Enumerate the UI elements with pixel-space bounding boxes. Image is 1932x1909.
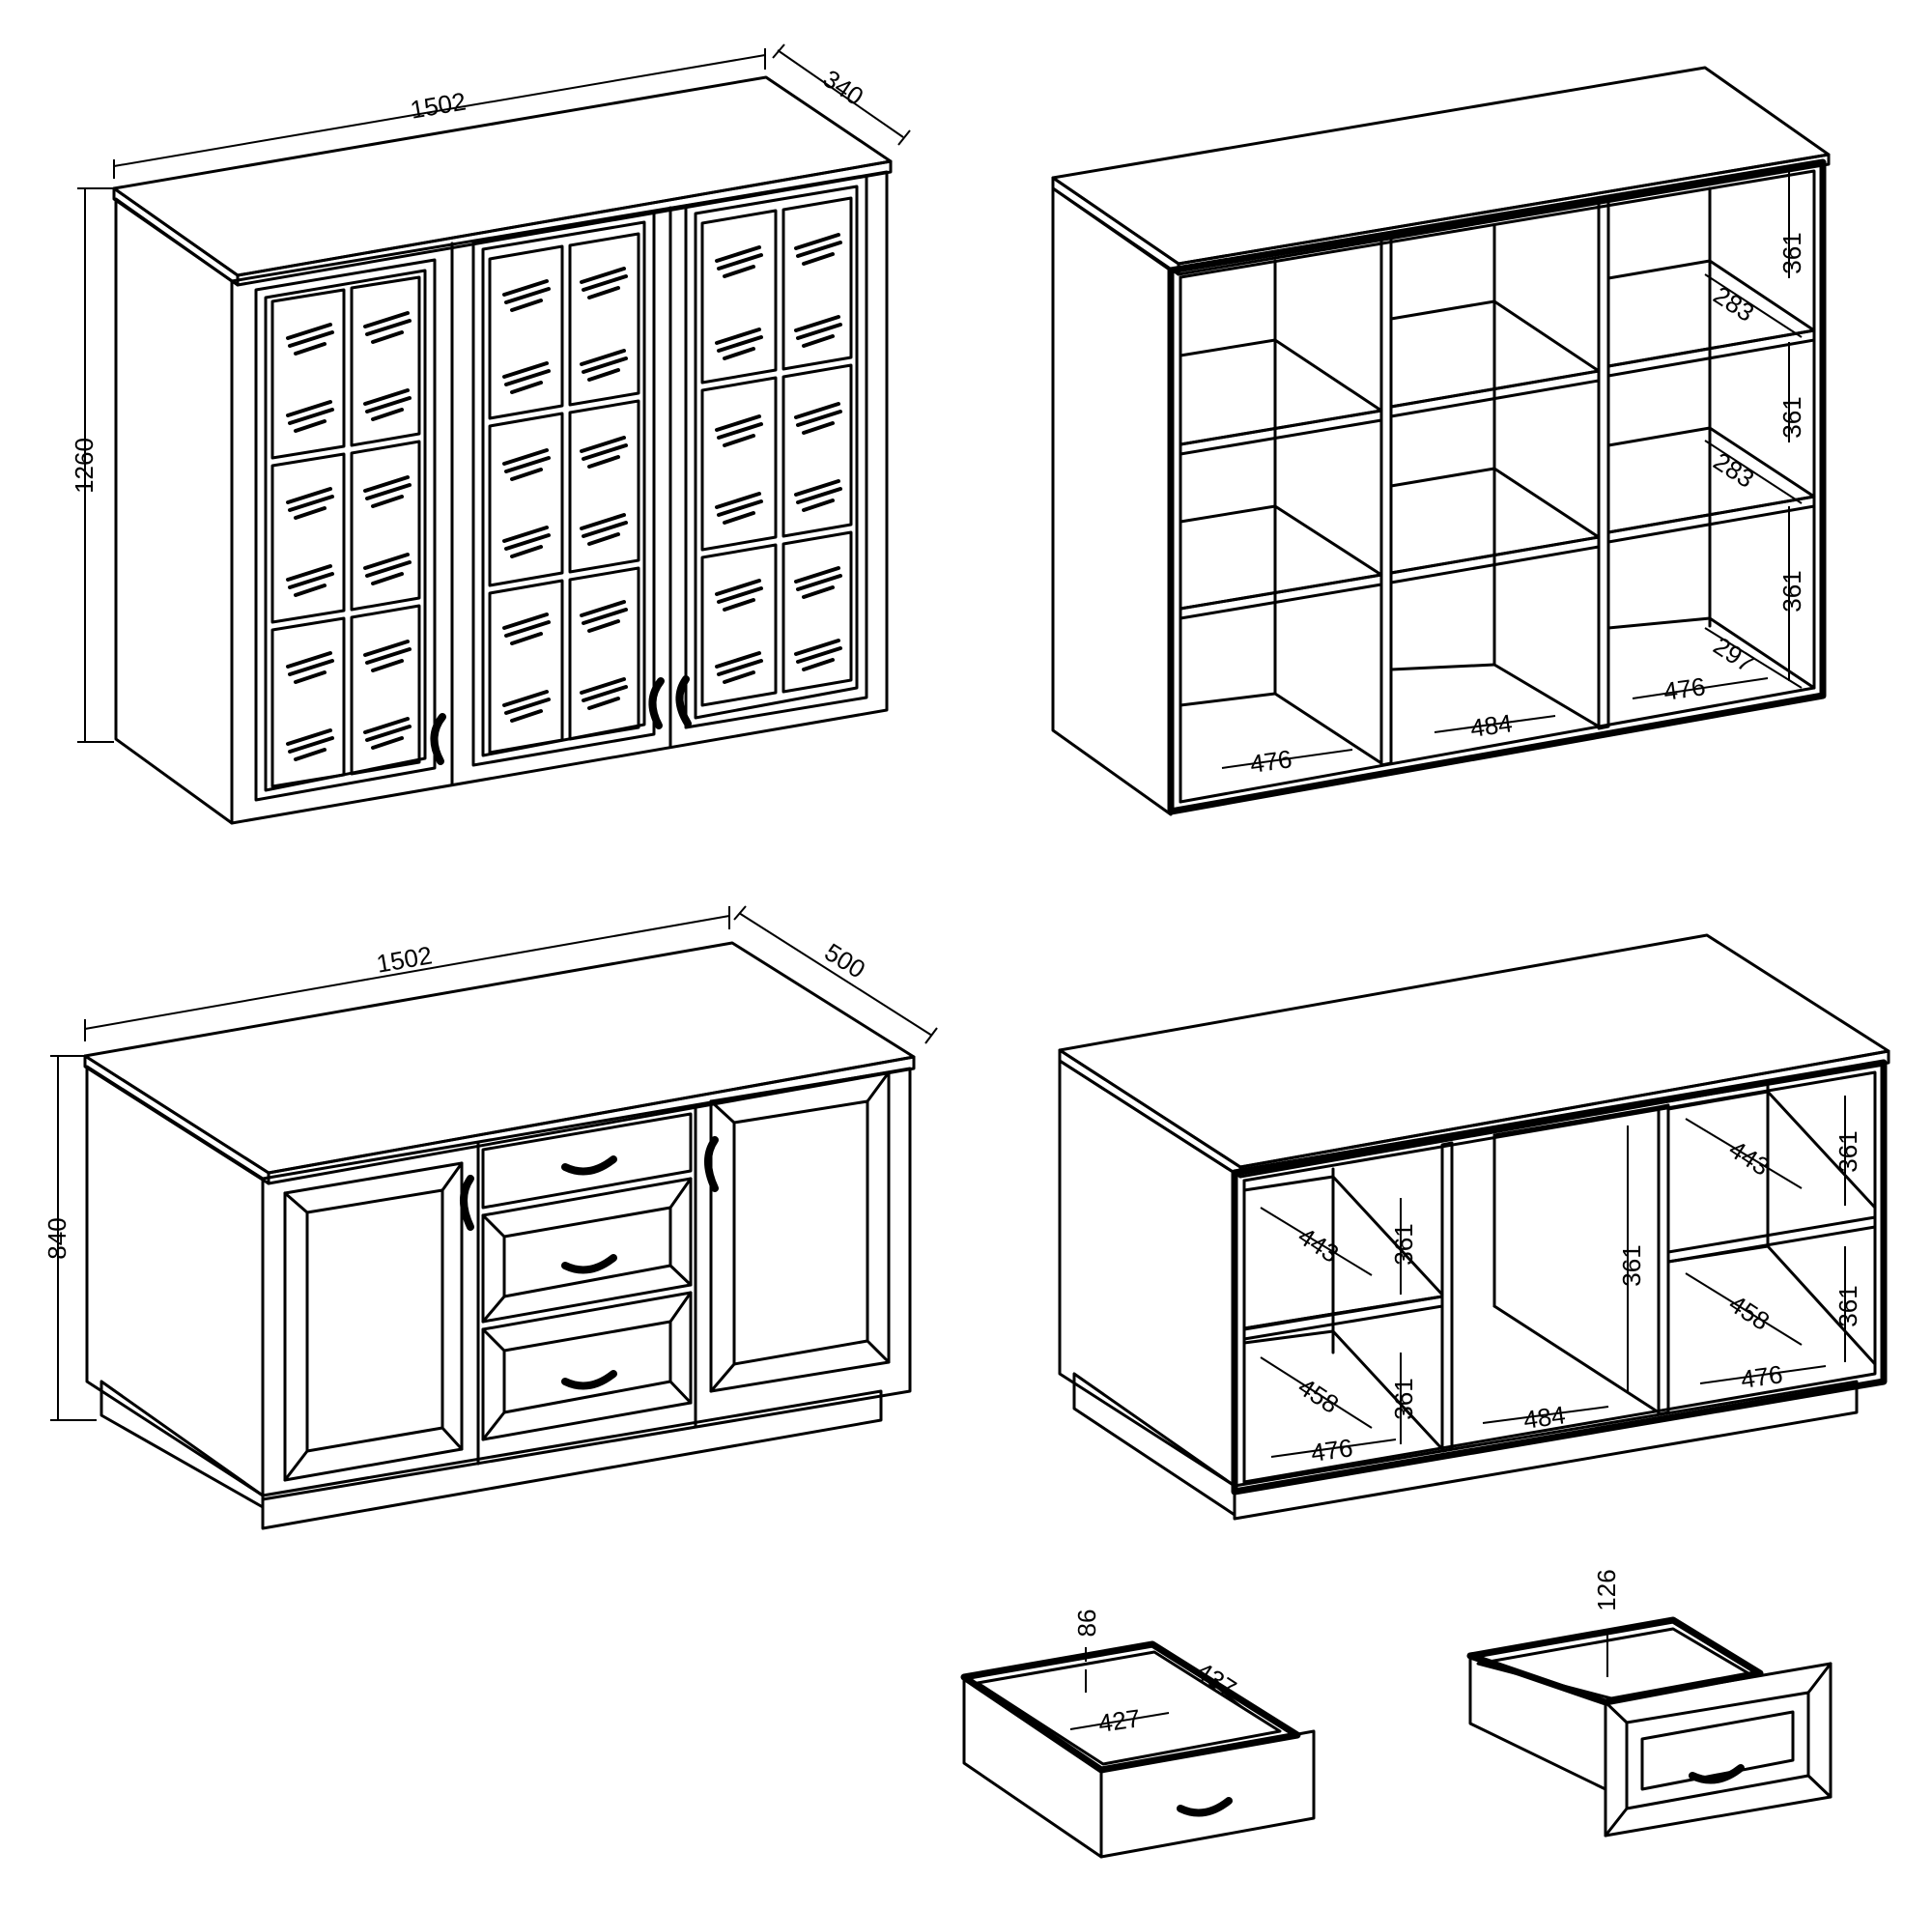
small-drawer-width-label: 427 xyxy=(1096,1703,1142,1738)
mid-height-label: 361 xyxy=(1617,1244,1646,1286)
mid-width-label: 484 xyxy=(1521,1400,1567,1435)
handle-icon xyxy=(1689,1764,1745,1784)
left-width-label: 476 xyxy=(1309,1433,1354,1467)
right-bottom-depth-label: 458 xyxy=(1724,1289,1776,1336)
bottom-height-label: 840 xyxy=(43,1217,71,1259)
shelf-depth-2-label: 283 xyxy=(1709,446,1760,494)
top-height-label: 1260 xyxy=(70,438,99,494)
top-cabinet-open-view: 361 361 361 283 283 297 476 484 476 xyxy=(1051,66,1831,816)
handle-icon xyxy=(561,1370,617,1390)
width-right-label: 476 xyxy=(1662,671,1707,706)
bottom-width-label: 1502 xyxy=(374,940,434,978)
handle-icon xyxy=(1177,1797,1233,1817)
top-width-label: 1502 xyxy=(408,86,468,124)
large-drawer-height-label: 126 xyxy=(1592,1569,1621,1610)
small-drawer-view: 86 427 437 xyxy=(960,1610,1316,1859)
handle-icon xyxy=(648,677,665,729)
handle-icon xyxy=(561,1254,617,1274)
top-cabinet-closed-view: 1502 340 1260 xyxy=(70,43,911,825)
handle-icon xyxy=(675,675,692,727)
handle-icon xyxy=(460,1175,474,1231)
shelf-height-1-label: 361 xyxy=(1777,232,1806,273)
right-bottom-height-label: 361 xyxy=(1833,1285,1862,1326)
left-top-depth-label: 443 xyxy=(1293,1221,1345,1268)
shelf-depth-3-label: 297 xyxy=(1709,631,1760,678)
bottom-cabinet-closed-view: 1502 500 840 xyxy=(43,905,938,1530)
bottom-depth-label: 500 xyxy=(819,937,870,983)
width-left-label: 476 xyxy=(1248,744,1293,779)
large-drawer-view: 126 xyxy=(1466,1569,1833,1838)
top-depth-label: 340 xyxy=(818,64,869,111)
width-mid-label: 484 xyxy=(1468,708,1514,743)
right-top-height-label: 361 xyxy=(1833,1130,1862,1172)
left-top-height-label: 361 xyxy=(1389,1223,1418,1265)
right-width-label: 476 xyxy=(1739,1359,1784,1394)
left-bottom-depth-label: 458 xyxy=(1293,1372,1345,1419)
shelf-height-2-label: 361 xyxy=(1777,396,1806,438)
handle-icon xyxy=(704,1136,719,1192)
handle-icon xyxy=(561,1155,617,1176)
bottom-cabinet-open-view: 443 361 458 361 476 361 484 443 361 458 … xyxy=(1058,933,1890,1521)
small-drawer-height-label: 86 xyxy=(1072,1610,1101,1638)
shelf-height-3-label: 361 xyxy=(1777,570,1806,612)
handle-icon xyxy=(430,713,446,765)
left-bottom-height-label: 361 xyxy=(1389,1378,1418,1419)
